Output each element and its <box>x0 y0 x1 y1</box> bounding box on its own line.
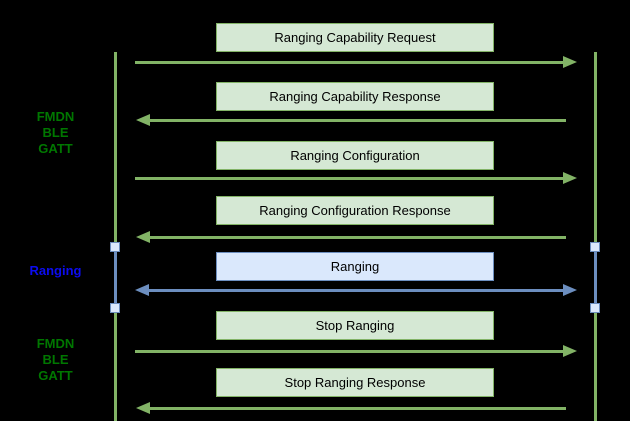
phase-label-ranging: Ranging <box>8 263 103 279</box>
lifeline-left-ranging-segment <box>113 247 117 309</box>
lifeline-left <box>113 52 117 421</box>
message-arrow-right <box>135 171 577 185</box>
message-box-ranging-configuration-response: Ranging Configuration Response <box>216 196 494 225</box>
message-label: Ranging Capability Request <box>274 30 436 45</box>
arrowhead-right <box>563 345 577 357</box>
message-label: Ranging Capability Response <box>269 89 441 104</box>
phase-label-line: FMDN <box>36 109 75 124</box>
message-box-ranging: Ranging <box>216 252 494 281</box>
message-arrow-right <box>135 344 577 358</box>
message-arrow-right <box>135 55 577 69</box>
message-label: Ranging Configuration Response <box>259 203 451 218</box>
message-box-ranging-configuration: Ranging Configuration <box>216 141 494 170</box>
phase-label-line: GATT <box>38 141 73 156</box>
phase-label-fmdn-ble-gatt-top: FMDN BLE GATT <box>8 109 103 157</box>
message-arrow-left <box>136 230 566 244</box>
arrowhead-left <box>136 402 150 414</box>
activation-marker <box>589 303 600 313</box>
message-label: Ranging Configuration <box>290 148 420 163</box>
arrow-shaft <box>135 60 565 64</box>
phase-label-line: Ranging <box>29 263 82 278</box>
activation-marker <box>589 242 600 252</box>
arrow-shaft <box>148 118 566 122</box>
lifeline-right-ranging-segment <box>593 247 597 309</box>
activation-marker <box>109 242 120 252</box>
arrow-shaft <box>148 235 566 239</box>
arrowhead-left <box>136 231 150 243</box>
arrow-shaft <box>148 406 566 410</box>
message-arrow-bidirectional <box>135 283 577 297</box>
arrow-shaft <box>135 176 565 180</box>
arrowhead-right <box>563 56 577 68</box>
message-arrow-left <box>136 113 566 127</box>
phase-label-line: BLE <box>42 352 69 367</box>
phase-label-fmdn-ble-gatt-bottom: FMDN BLE GATT <box>8 336 103 384</box>
message-arrow-left <box>136 401 566 415</box>
arrowhead-right <box>563 172 577 184</box>
arrow-shaft <box>135 349 565 353</box>
arrowhead-left <box>135 284 149 296</box>
arrow-shaft <box>147 288 565 292</box>
arrowhead-left <box>136 114 150 126</box>
arrowhead-right <box>563 284 577 296</box>
message-box-ranging-capability-request: Ranging Capability Request <box>216 23 494 52</box>
message-box-stop-ranging-response: Stop Ranging Response <box>216 368 494 397</box>
phase-label-line: FMDN <box>36 336 75 351</box>
phase-label-line: BLE <box>42 125 69 140</box>
lifeline-right <box>593 52 597 421</box>
message-label: Stop Ranging <box>315 318 395 333</box>
message-box-ranging-capability-response: Ranging Capability Response <box>216 82 494 111</box>
message-label: Ranging <box>330 259 380 274</box>
message-label: Stop Ranging Response <box>284 375 426 390</box>
activation-marker <box>109 303 120 313</box>
message-box-stop-ranging: Stop Ranging <box>216 311 494 340</box>
phase-label-line: GATT <box>38 368 73 383</box>
